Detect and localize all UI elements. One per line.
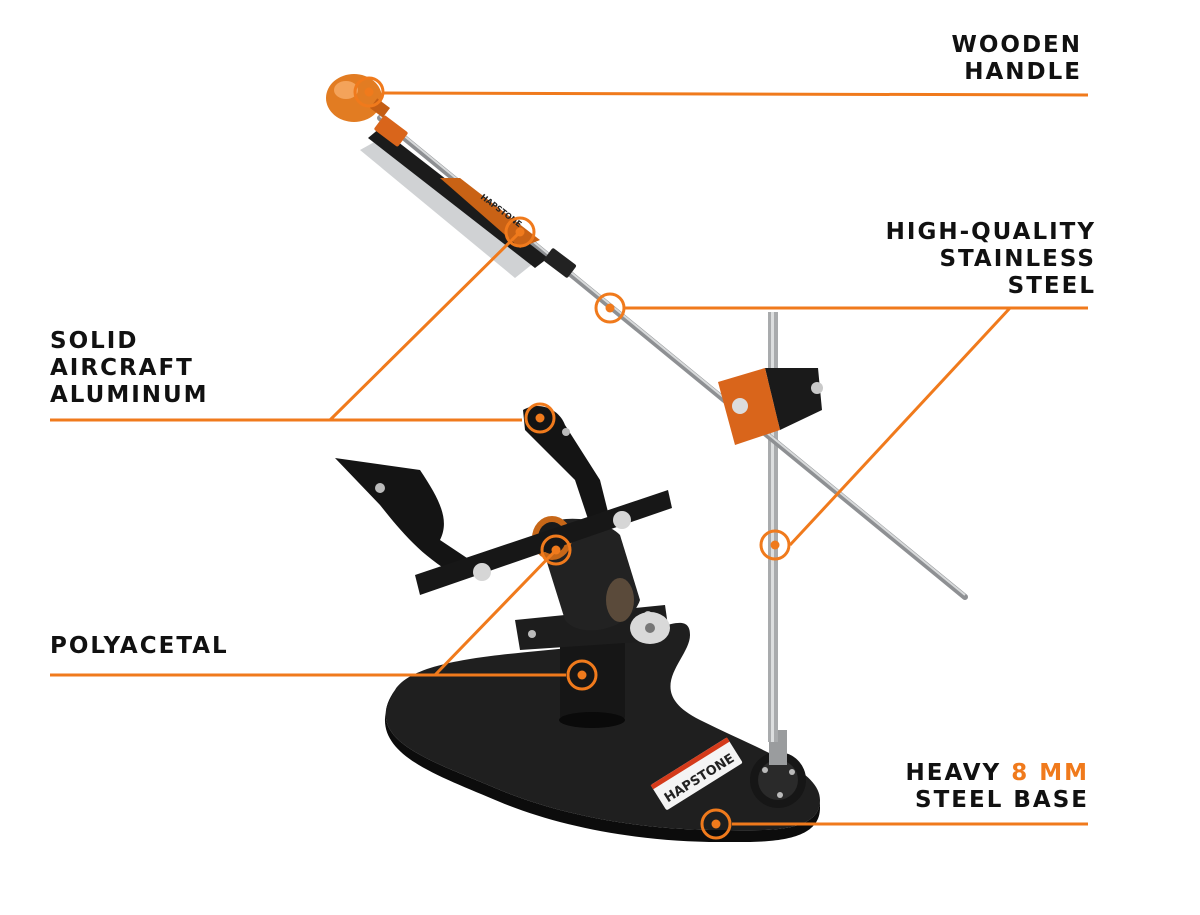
marker-stainless-vertical	[759, 529, 791, 561]
callout-polyacetal-line-1: POLYACETAL	[50, 633, 229, 659]
leader-wooden-handle	[382, 91, 1089, 97]
callout-steel-base: HEAVY 8 MM STEEL BASE	[906, 760, 1089, 814]
callout-steel-base-thickness: 8 MM	[1011, 760, 1089, 786]
callout-markers	[353, 76, 791, 840]
callout-steel-base-line-2: STEEL BASE	[915, 787, 1089, 813]
callout-stainless-steel: HIGH-QUALITY STAINLESS STEEL	[886, 219, 1096, 300]
callout-stainless-steel-line-2: STAINLESS	[939, 246, 1096, 272]
marker-polyacetal-pivot	[540, 534, 572, 566]
marker-clamp-jaw	[524, 402, 556, 434]
callout-aluminum-line-1: SOLID	[50, 328, 139, 354]
callout-wooden-handle-line-2: HANDLE	[964, 59, 1082, 85]
callout-wooden-handle-line-1: WOODEN	[951, 32, 1082, 58]
leader-aluminum	[50, 232, 522, 422]
callout-aluminum-line-2: AIRCRAFT	[50, 355, 194, 381]
vertical-rod	[768, 312, 778, 742]
callout-steel-base-line-1: HEAVY 8 MM	[906, 760, 1089, 787]
marker-base	[700, 808, 732, 840]
marker-aluminum	[504, 216, 536, 248]
pedestal	[515, 605, 670, 728]
callout-stainless-steel-line-1: HIGH-QUALITY	[885, 219, 1096, 245]
stone-holder: HAPSTONE	[360, 115, 576, 278]
rod-holder	[718, 368, 823, 445]
marker-stainless-rod	[594, 292, 626, 324]
callout-aluminum: SOLID AIRCRAFT ALUMINUM	[50, 328, 209, 409]
callout-aluminum-line-3: ALUMINUM	[50, 382, 209, 408]
callout-steel-base-prefix: HEAVY	[905, 760, 1002, 786]
callout-polyacetal: POLYACETAL	[50, 633, 229, 660]
callout-stainless-steel-line-3: STEEL	[1007, 273, 1096, 299]
marker-wooden-handle	[353, 76, 385, 108]
callout-wooden-handle: WOODEN HANDLE	[951, 32, 1082, 86]
marker-polyacetal-column	[566, 659, 598, 691]
callout-leaders	[50, 91, 1089, 826]
leader-polyacetal	[50, 548, 566, 677]
leader-stainless-vertical	[788, 306, 1012, 547]
